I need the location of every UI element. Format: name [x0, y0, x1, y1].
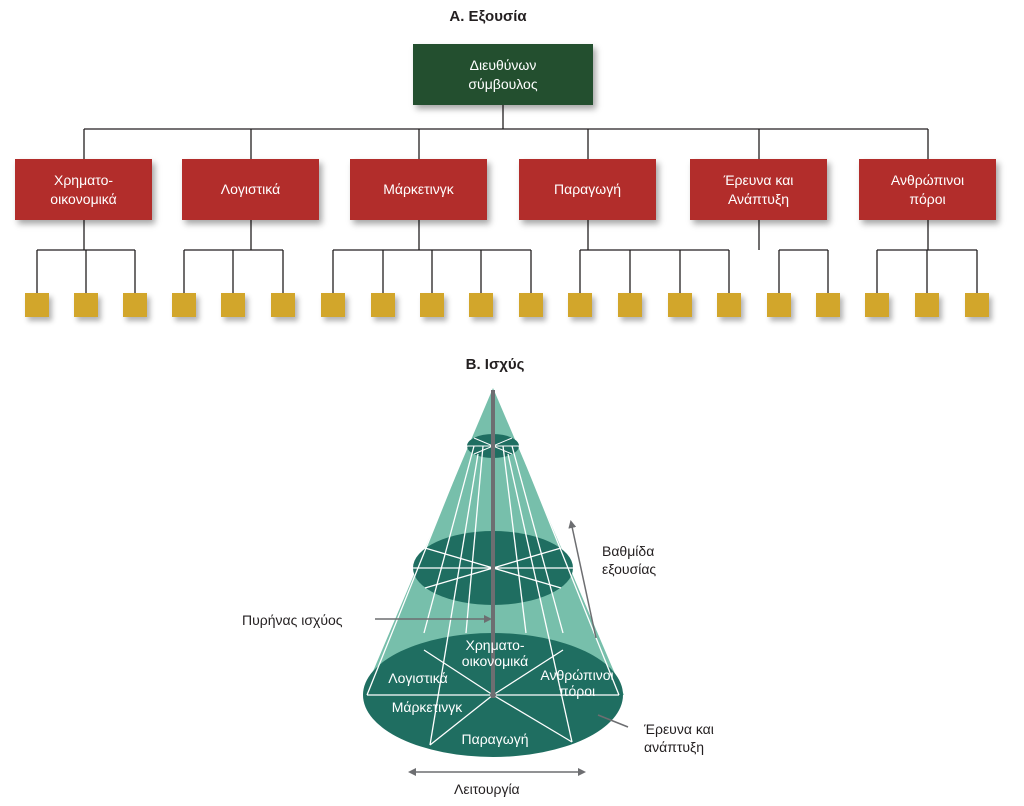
org-unit	[221, 293, 245, 317]
power-core-dot	[490, 692, 496, 698]
org-unit	[123, 293, 147, 317]
org-unit	[469, 293, 493, 317]
org-unit	[568, 293, 592, 317]
department-marketing: Μάρκετινγκ	[350, 159, 487, 220]
org-unit	[25, 293, 49, 317]
core-label: Πυρήνας ισχύος	[242, 612, 343, 628]
org-unit	[717, 293, 741, 317]
authority-title: Α. Εξουσία	[449, 8, 527, 25]
department-production: Παραγωγή	[519, 159, 656, 220]
department-research: Έρευνα και Ανάπτυξη	[690, 159, 827, 220]
base-level-spokes	[367, 649, 619, 746]
ceo-box: Διευθύνων σύμβουλος	[413, 44, 593, 105]
org-unit	[519, 293, 543, 317]
org-chart-connectors	[36, 105, 978, 293]
org-unit	[74, 293, 98, 317]
org-unit	[865, 293, 889, 317]
cone-label-marketing: Μάρκετινγκ	[391, 699, 463, 715]
org-unit	[271, 293, 295, 317]
cone-label-hr: Ανθρώπινοι πόροι	[540, 667, 614, 700]
cone-edges	[366, 445, 620, 746]
hierarchy-label: Βαθμίδα εξουσίας	[602, 543, 657, 578]
org-unit	[420, 293, 444, 317]
org-unit	[915, 293, 939, 317]
org-unit	[172, 293, 196, 317]
cone-label-production: Παραγωγή	[461, 731, 529, 747]
org-unit	[767, 293, 791, 317]
org-unit	[668, 293, 692, 317]
org-unit	[321, 293, 345, 317]
power-title: Β. Ισχύς	[465, 356, 525, 373]
department-finance: Χρηματο- οικονομικά	[15, 159, 152, 220]
cone-label-accounting: Λογιστικά	[388, 670, 448, 686]
rd-label: Έρευνα και ανάπτυξη	[644, 721, 714, 756]
rd-leader-line	[597, 714, 629, 728]
org-unit	[371, 293, 395, 317]
cone-label-finance: Χρηματο- οικονομικά	[461, 637, 529, 670]
function-label: Λειτουργία	[454, 781, 520, 797]
department-hr: Ανθρώπινοι πόροι	[859, 159, 996, 220]
org-unit	[618, 293, 642, 317]
department-accounting: Λογιστικά	[182, 159, 319, 220]
org-unit	[965, 293, 989, 317]
org-unit	[816, 293, 840, 317]
hierarchy-arrow	[568, 520, 597, 639]
